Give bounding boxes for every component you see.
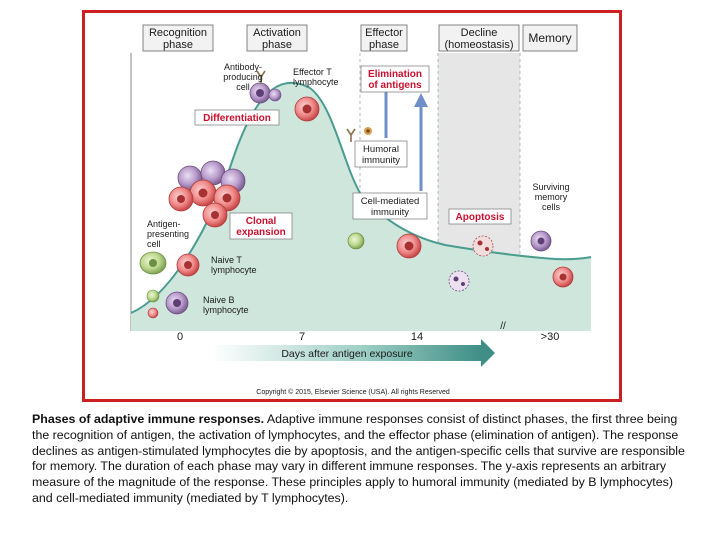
phase-memory-label: Memory	[528, 31, 571, 45]
antibody-cell-label-line3: cell	[236, 82, 250, 92]
phase-decline-line2: (homeostasis)	[444, 39, 513, 51]
apc-label-line2: presenting	[147, 229, 189, 239]
apoptotic-cells	[448, 235, 494, 292]
phase-recognition: Recognition phase	[142, 24, 214, 52]
x-tick-label: 7	[299, 331, 305, 343]
cell-mediated-label-line2: immunity	[371, 207, 409, 218]
humoral-box	[354, 140, 408, 168]
antibody-icon	[256, 70, 356, 142]
phase-effector: Effector phase	[360, 24, 408, 52]
cell-mediated-box	[352, 192, 428, 220]
figure-caption: Phases of adaptive immune responses. Ada…	[32, 412, 692, 507]
copyright-notice: Copyright © 2015, Elsevier Science (USA)…	[256, 388, 450, 396]
antigen-presenting-cell	[139, 251, 167, 275]
naive-t-label-line1: Naive T	[211, 255, 242, 265]
humoral-label-line2: immunity	[362, 155, 400, 166]
cell-mediated-arrow	[414, 93, 428, 191]
axis-break-icon: //	[500, 321, 506, 332]
phase-activation: Activation phase	[246, 24, 308, 52]
naive-b-label-line1: Naive B	[203, 295, 235, 305]
antibody-producing-cell	[249, 82, 282, 104]
effector-t-cell	[294, 96, 320, 122]
humoral-label-line1: Humoral	[363, 144, 399, 155]
elimination-box	[360, 65, 430, 93]
naive-b-cell	[165, 291, 189, 315]
naive-t-cell	[176, 253, 200, 277]
phase-activation-line1: Activation	[253, 27, 301, 39]
antibody-cell-label-line1: Antibody-	[224, 62, 262, 72]
surviving-label-line3: cells	[542, 202, 561, 212]
phase-effector-line2: phase	[369, 39, 399, 51]
small-cell-icon	[146, 289, 160, 319]
apc-label-line1: Antigen-	[147, 219, 181, 229]
figure-frame: Recognition phase Activation phase Effec…	[82, 10, 622, 402]
apoptosis-label: Apoptosis	[456, 212, 505, 223]
cell-mediated-effector-cell	[347, 232, 422, 259]
antigen-icon	[364, 127, 372, 135]
memory-cells	[530, 230, 574, 288]
clonal-label-line2: expansion	[236, 227, 285, 238]
elimination-label-line1: Elimination	[368, 69, 422, 80]
phase-decline: Decline (homeostasis)	[438, 24, 520, 52]
effector-t-label-line1: Effector T	[293, 67, 332, 77]
x-axis-label: Days after antigen exposure	[281, 348, 412, 360]
clonal-box	[229, 212, 293, 240]
caption-title: Phases of adaptive immune responses.	[32, 412, 265, 426]
x-axis-arrow	[211, 339, 495, 367]
clonal-expansion-cluster	[168, 160, 246, 228]
cell-mediated-label-line1: Cell-mediated	[361, 196, 420, 207]
apc-label-line3: cell	[147, 239, 161, 249]
phase-effector-line1: Effector	[365, 27, 403, 39]
x-tick-label: 14	[411, 331, 423, 343]
x-tick-label: 0	[177, 331, 183, 343]
elimination-label-line2: of antigens	[368, 80, 422, 91]
differentiation-label: Differentiation	[203, 113, 271, 124]
antibody-cell-label-line2: producing	[223, 72, 263, 82]
caption-body: Adaptive immune responses consist of dis…	[32, 412, 685, 505]
phase-recognition-line2: phase	[163, 39, 193, 51]
x-tick-label: >30	[541, 331, 560, 343]
differentiation-box	[194, 109, 280, 126]
phase-activation-line2: phase	[262, 39, 292, 51]
phase-recognition-line1: Recognition	[149, 27, 207, 39]
phase-decline-line1: Decline	[461, 27, 498, 39]
naive-t-label-line2: lymphocyte	[211, 265, 257, 275]
immune-response-diagram: Recognition phase Activation phase Effec…	[130, 24, 592, 396]
surviving-label-line1: Surviving	[532, 182, 569, 192]
naive-b-label-line2: lymphocyte	[203, 305, 249, 315]
clonal-label-line1: Clonal	[246, 216, 277, 227]
surviving-label-line2: memory	[535, 192, 568, 202]
phase-memory: Memory	[522, 24, 578, 52]
apoptosis-box	[448, 208, 512, 225]
effector-t-label-line2: lymphocyte	[293, 77, 339, 87]
